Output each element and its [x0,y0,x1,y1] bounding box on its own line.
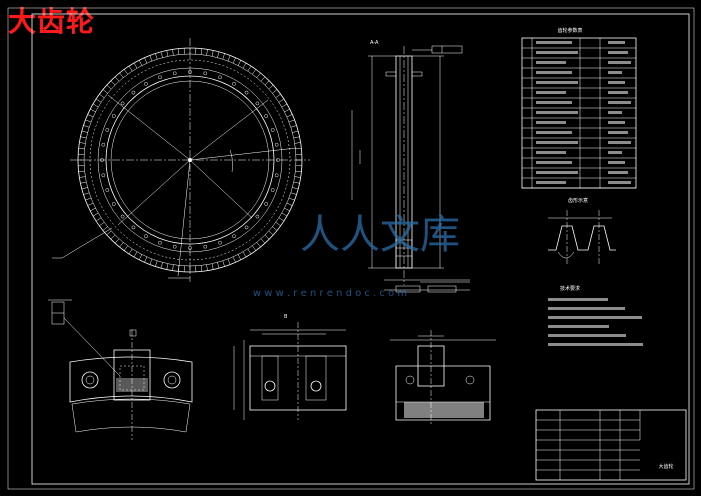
watermark-url: w w w . r e n r e n d o c . c o m [253,288,407,299]
svg-text:B: B [284,314,288,320]
inner-border [31,13,690,485]
title-block-drawing-name: 大齿轮 [658,463,673,470]
tooth-profile-label: 齿形示意 [568,197,588,204]
param-table-title: 齿轮参数表 [557,27,582,34]
technical-notes: 技术要求 [548,285,643,346]
notes-title: 技术要求 [560,285,580,292]
detail-view-3 [390,330,496,424]
detail-view-1 [63,317,193,440]
watermark: 人人文库 w w w . r e n r e n d o c . c o m [253,190,460,299]
gear-section-view: A-A [351,40,470,293]
outer-border [7,7,695,490]
balloon-list [48,299,72,325]
drawing-title: 大齿轮 [8,5,96,38]
section-label: A-A [370,40,379,46]
title-block: 大齿轮 [535,409,687,481]
tooth-profile-detail: 齿形示意 [548,197,616,266]
watermark-text: 人人文库 [300,212,460,258]
parameter-table: 齿轮参数表 [521,27,637,189]
gear-front-view [52,38,310,282]
detail-view-2: B [233,314,347,420]
